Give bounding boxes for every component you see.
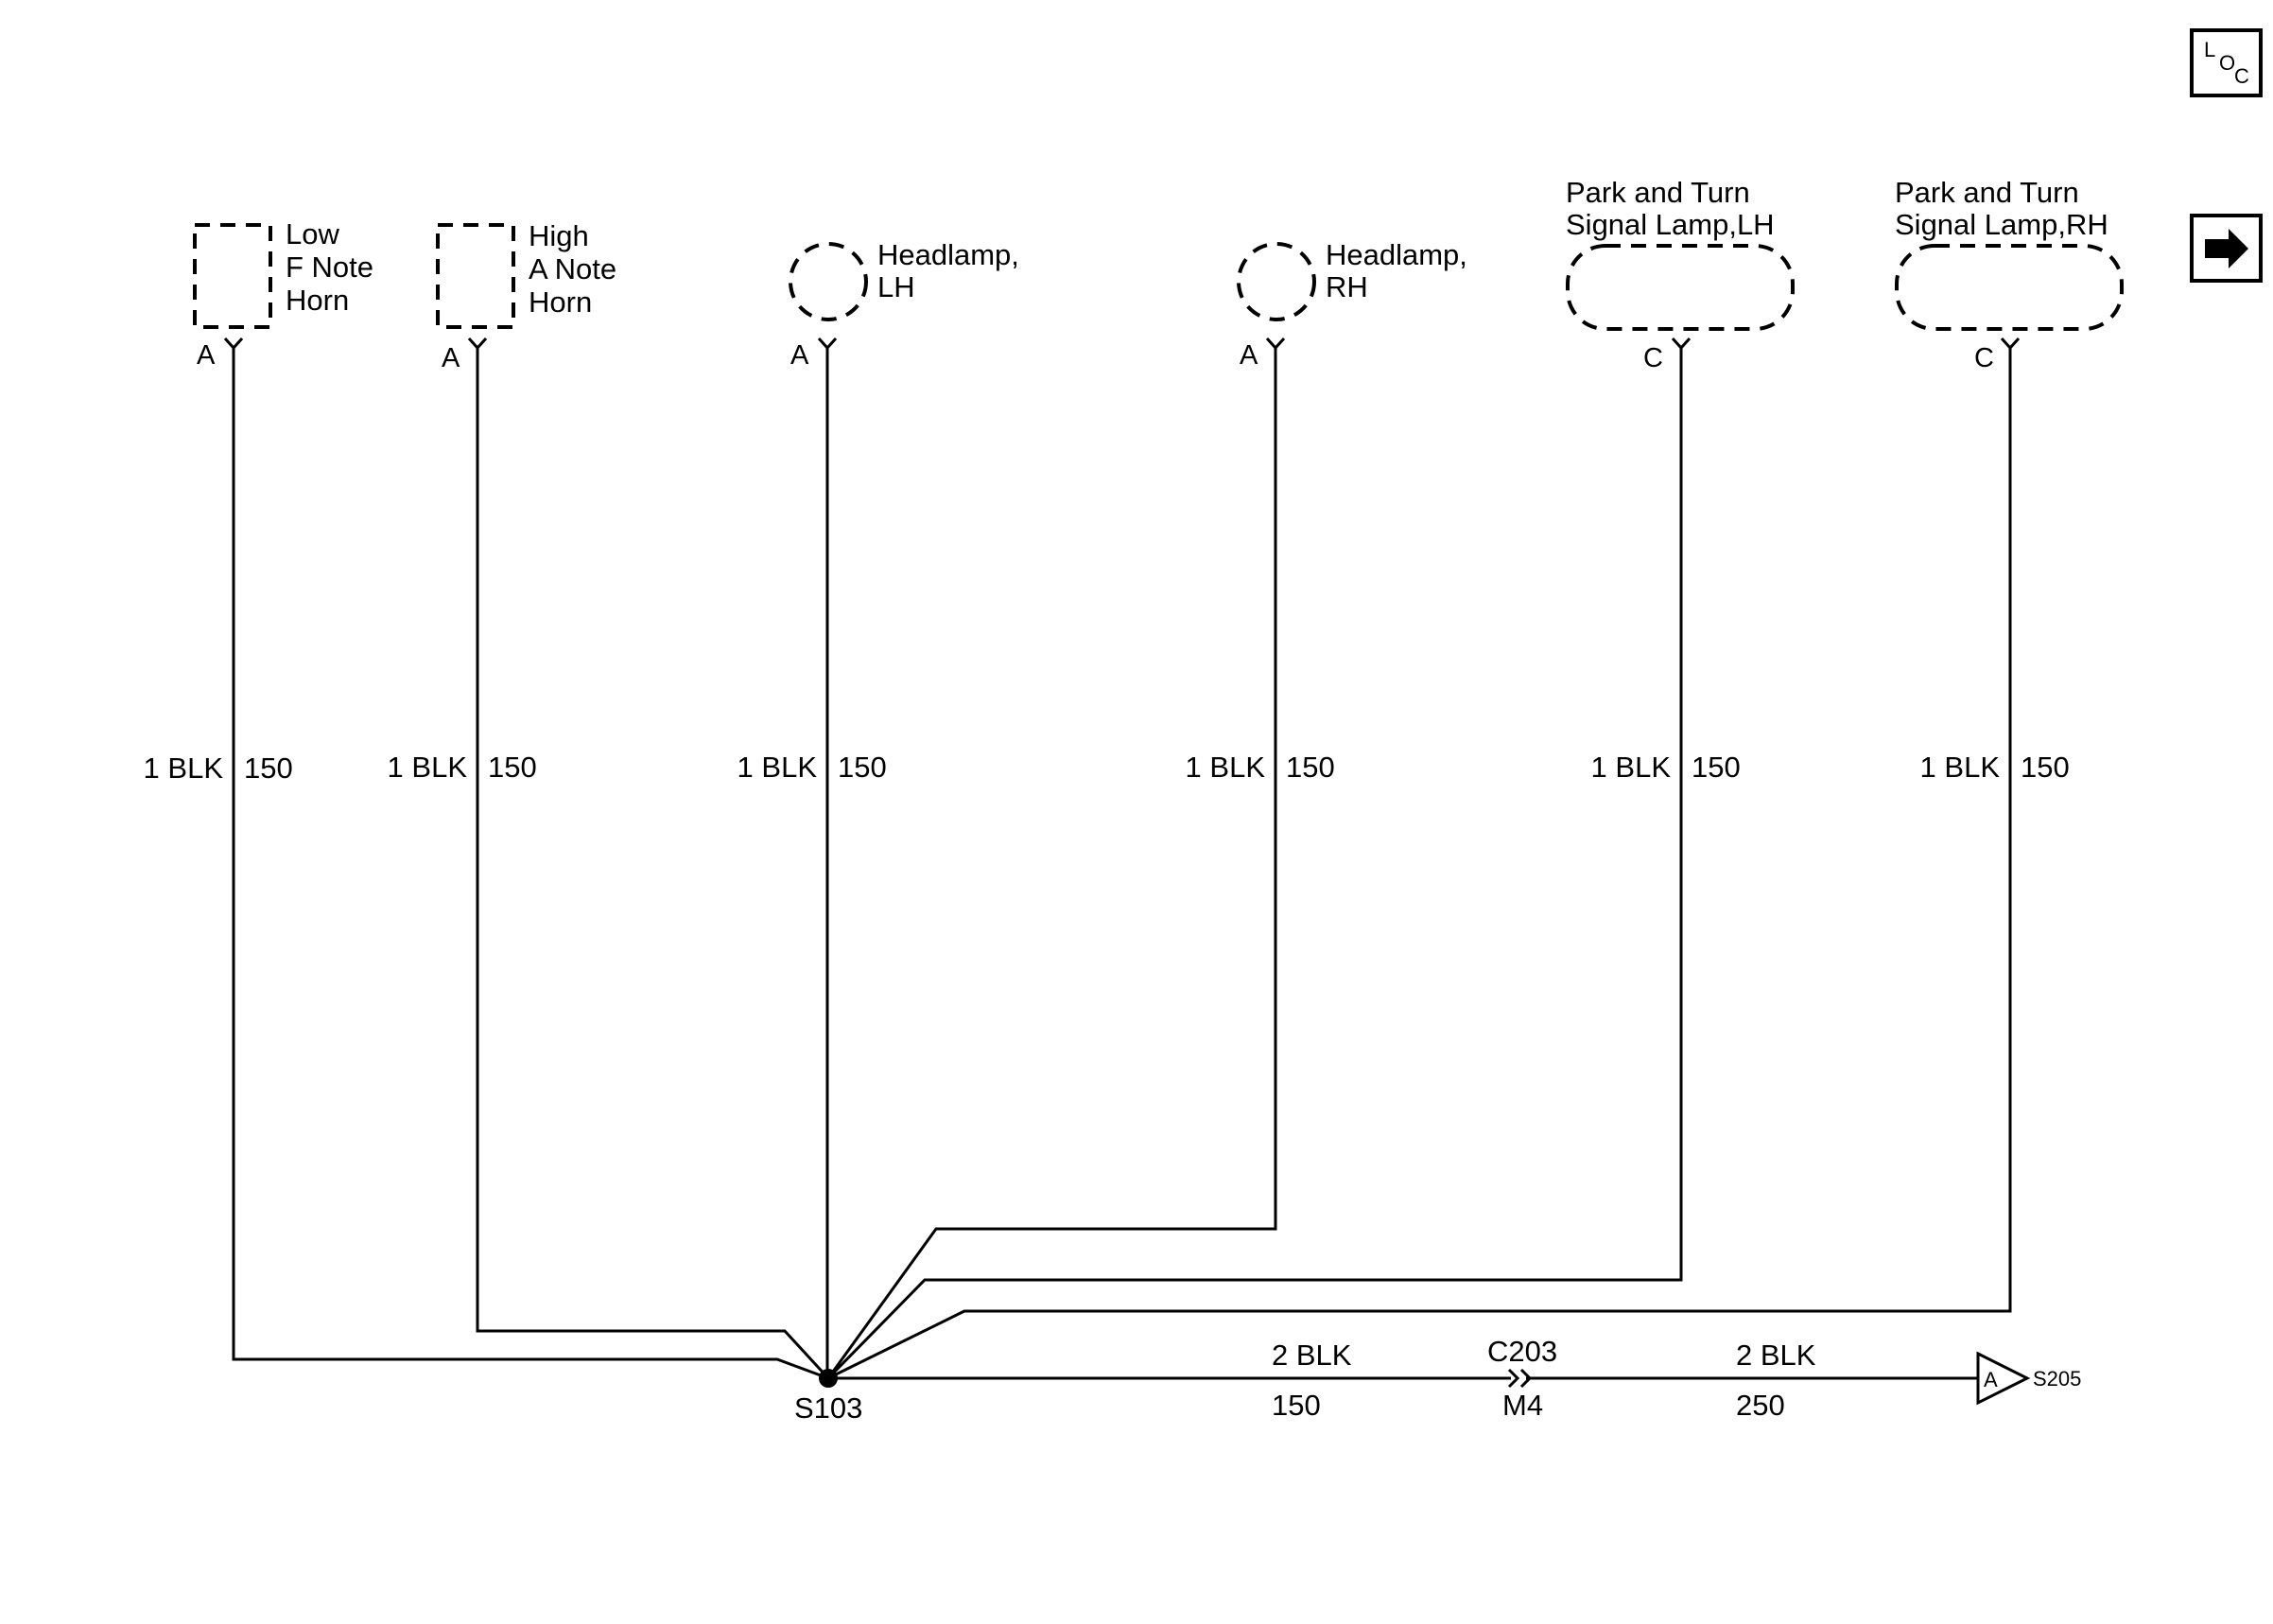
main-wire-1-size-color: 2 BLK (1272, 1339, 1352, 1372)
park-turn-rh-pin: C (1974, 343, 1994, 373)
wire-size-color: 1 BLK (1591, 751, 1672, 784)
park-turn-lh-label: Park and Turn Signal Lamp,LH (1566, 176, 1775, 241)
wire-circuit: 150 (2021, 751, 2070, 784)
offpage-connector[interactable]: A (1976, 1351, 2031, 1406)
main-wire-2-size-color: 2 BLK (1736, 1339, 1816, 1372)
offpage-target: S205 (2033, 1367, 2081, 1391)
wire-size-color: 1 BLK (1920, 751, 2001, 784)
low-horn-outline (193, 223, 272, 329)
wire-size-color: 1 BLK (1186, 751, 1266, 784)
wire-size-color: 1 BLK (388, 751, 468, 784)
wire-size-color: 1 BLK (144, 752, 224, 785)
headlamp-rh-pin: A (1240, 340, 1258, 371)
splice-label: S103 (794, 1391, 862, 1425)
loc-letter-l: L (2204, 38, 2215, 61)
headlamp-rh-label: Headlamp, RH (1326, 238, 1476, 303)
loc-button[interactable]: L O C (2190, 28, 2263, 97)
park-turn-rh-outline (1895, 244, 2124, 331)
park-turn-rh-label: Park and Turn Signal Lamp,RH (1895, 176, 2108, 241)
wire-size-color: 1 BLK (737, 751, 818, 784)
main-wire-2-circuit: 250 (1736, 1389, 1785, 1422)
park-turn-lh-outline (1566, 244, 1795, 331)
arrow-right-icon (2205, 229, 2248, 268)
wire-circuit: 150 (488, 751, 537, 784)
main-wire-1-circuit: 150 (1272, 1389, 1321, 1422)
wire-circuit: 150 (244, 752, 293, 785)
headlamp-rh-outline (1237, 242, 1316, 321)
high-horn-label: High A Note Horn (529, 219, 625, 319)
loc-letter-c: C (2234, 64, 2249, 88)
pin-symbols (223, 337, 2021, 351)
wire-circuit: 150 (1286, 751, 1335, 784)
offpage-letter: A (1984, 1368, 1998, 1391)
splice-s103 (819, 1369, 838, 1388)
low-horn-pin: A (197, 340, 216, 371)
ground-wires (232, 348, 2012, 1389)
high-horn-pin: A (442, 343, 460, 373)
branch-wire-labels: 1 BLK 150 1 BLK 150 1 BLK 150 1 BLK 150 … (144, 751, 2070, 785)
wire-circuit: 150 (1692, 751, 1741, 784)
headlamp-lh-label: Headlamp, LH (877, 238, 1028, 303)
connector-pin: M4 (1502, 1389, 1543, 1422)
loc-letter-o: O (2219, 51, 2235, 75)
high-horn-outline (436, 223, 515, 329)
headlamp-lh-outline (789, 242, 868, 321)
connector-id: C203 (1487, 1335, 1557, 1368)
next-page-button[interactable] (2190, 214, 2263, 283)
headlamp-lh-pin: A (790, 340, 809, 371)
low-horn-label: Low F Note Horn (286, 217, 382, 317)
wire-circuit: 150 (838, 751, 887, 784)
park-turn-lh-pin: C (1643, 343, 1663, 373)
